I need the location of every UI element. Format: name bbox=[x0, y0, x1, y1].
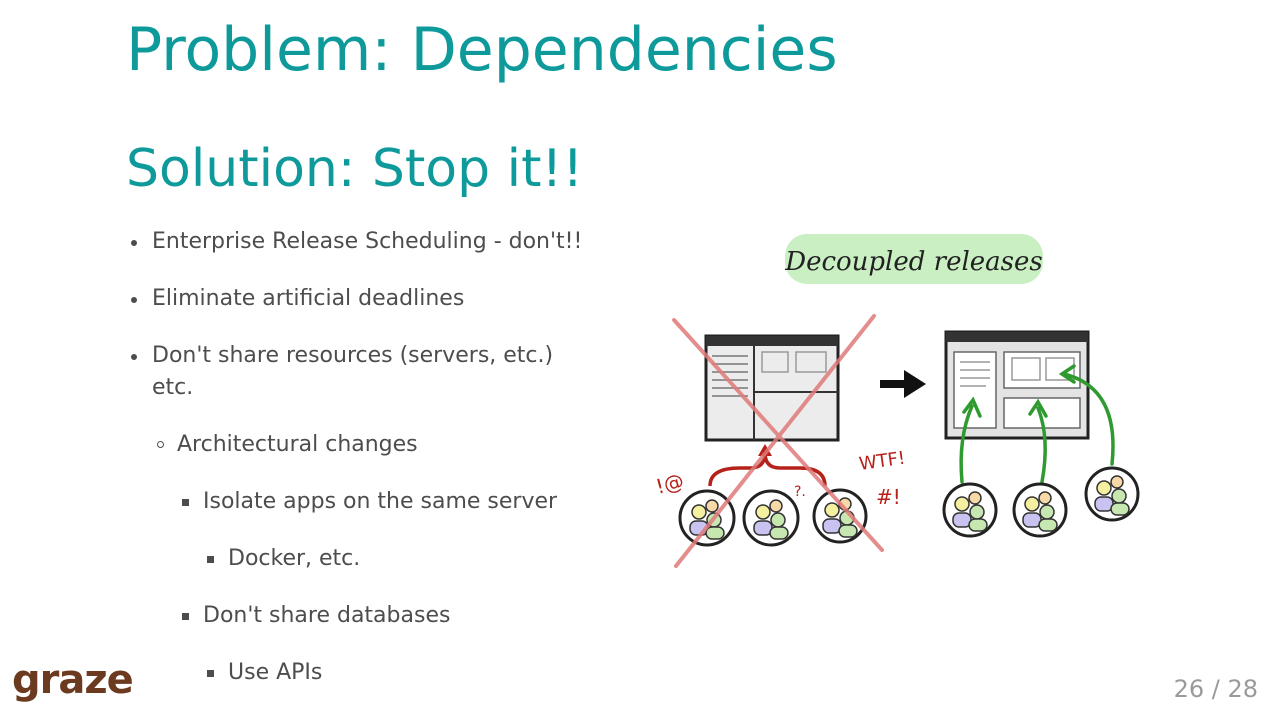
graze-logo: graze bbox=[12, 657, 134, 703]
team-group-left-2 bbox=[742, 489, 800, 547]
decoupled-releases-illustration: Decoupled releases !@ WTF! #! ?. bbox=[653, 234, 1140, 568]
slide-title: Problem: Dependencies bbox=[126, 15, 838, 85]
green-arrow-head bbox=[1028, 398, 1048, 418]
slide-subtitle: Solution: Stop it!! bbox=[126, 139, 584, 199]
bullet-item-1: Enterprise Release Scheduling - don't!! bbox=[152, 229, 583, 254]
green-arrow-head bbox=[962, 396, 982, 418]
team-group-right-2 bbox=[1012, 482, 1068, 538]
bullet-marker bbox=[131, 297, 137, 303]
team-group-left-1 bbox=[678, 489, 736, 547]
bullet-docker: Docker, etc. bbox=[228, 546, 361, 571]
transition-arrow bbox=[880, 370, 926, 398]
exclamation-question: ?. bbox=[794, 484, 806, 500]
exclamation-hash: #! bbox=[876, 485, 901, 509]
exclamation-wtf: WTF! bbox=[858, 448, 907, 475]
bullet-item-3-continued: etc. bbox=[152, 375, 194, 400]
caption-bubble bbox=[785, 234, 1043, 284]
sub-sub-bullet-marker bbox=[182, 499, 189, 506]
sub-sub-bullet-marker bbox=[182, 613, 189, 620]
page-number: 26 / 28 bbox=[1173, 675, 1258, 703]
team-group-right-1 bbox=[942, 482, 998, 538]
exclamation-left: !@ bbox=[653, 468, 686, 498]
bullet-item-3: Don't share resources (servers, etc.) bbox=[152, 343, 554, 368]
bullet-use-apis: Use APIs bbox=[228, 660, 323, 685]
bullet-item-2: Eliminate artificial deadlines bbox=[152, 286, 465, 311]
team-group-left-3 bbox=[812, 488, 868, 544]
bullet-marker bbox=[131, 240, 137, 246]
sub-sub-sub-bullet-marker bbox=[207, 556, 214, 563]
independent-release-arrows bbox=[959, 372, 1115, 484]
sub-bullet-marker bbox=[157, 441, 164, 448]
caption-text: Decoupled releases bbox=[784, 247, 1043, 277]
green-arrow-head bbox=[1058, 364, 1076, 384]
team-group-right-3 bbox=[1084, 466, 1140, 522]
sub-sub-bullet-databases: Don't share databases bbox=[203, 603, 451, 628]
bullet-marker bbox=[131, 354, 137, 360]
sub-bullet-architectural: Architectural changes bbox=[177, 432, 418, 457]
cross-out-mark bbox=[672, 314, 884, 568]
sub-sub-sub-bullet-marker bbox=[207, 670, 214, 677]
sub-sub-bullet-isolate: Isolate apps on the same server bbox=[203, 489, 558, 514]
arrow-head-up bbox=[758, 444, 772, 456]
